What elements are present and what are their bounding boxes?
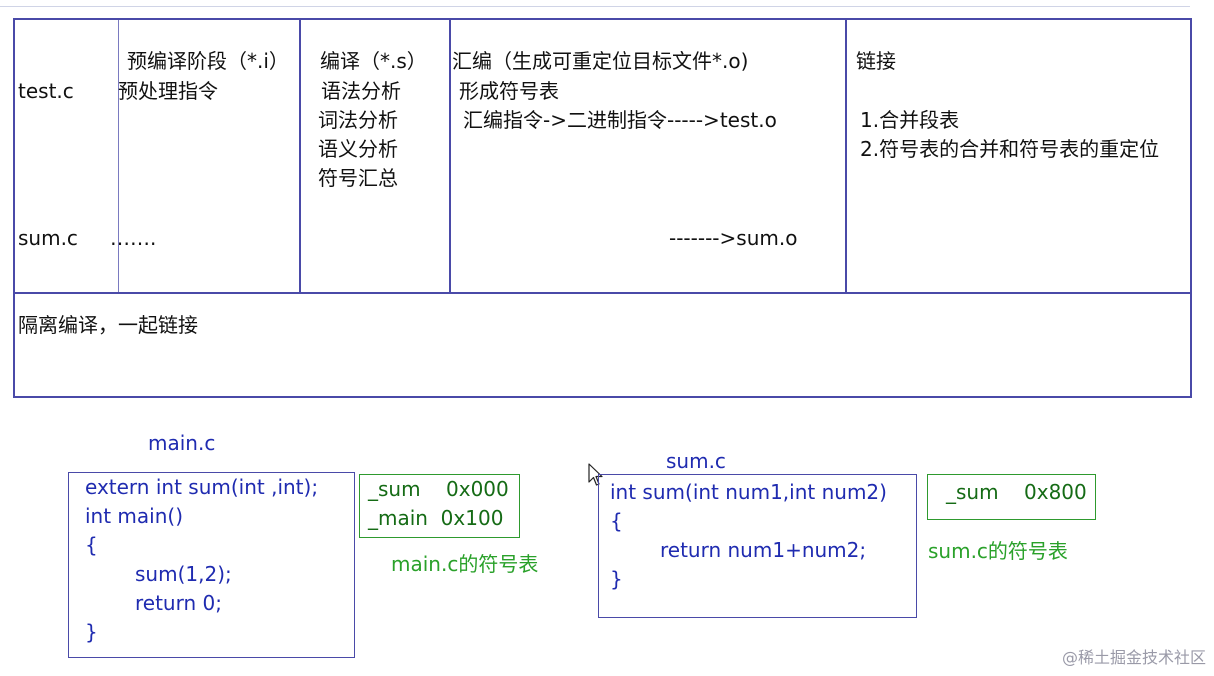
table-row-divider	[15, 292, 1190, 294]
preprocess-title: 预编译阶段（*.i）	[127, 49, 289, 73]
compile-item-2: 词法分析	[318, 108, 398, 132]
preprocess-item: 预处理指令	[118, 79, 218, 103]
file-sum-c: sum.c	[18, 226, 78, 250]
compile-item-3: 语义分析	[318, 137, 398, 161]
column-divider-4	[845, 20, 847, 292]
main-c-code-line-4: sum(1,2);	[135, 562, 232, 586]
sum-c-code-line-1: int sum(int num1,int num2)	[610, 480, 887, 504]
main-c-filename: main.c	[148, 431, 216, 455]
compilation-stages-table	[13, 18, 1192, 398]
main-c-code-line-1: extern int sum(int ,int);	[85, 475, 319, 499]
sum-c-filename: sum.c	[666, 449, 726, 473]
link-item-1: 1.合并段表	[860, 108, 960, 132]
compile-item-1: 语法分析	[321, 79, 401, 103]
assemble-sum-output: ------->sum.o	[669, 226, 798, 250]
assemble-line-2: 汇编指令->二进制指令----->test.o	[463, 108, 777, 132]
main-c-symbol-2: _main 0x100	[368, 506, 504, 530]
preprocess-sum-dots: …….	[110, 226, 157, 250]
assemble-line-1: 形成符号表	[459, 79, 559, 103]
main-c-code-box: extern int sum(int ,int); int main() { s…	[68, 472, 355, 658]
main-c-code-line-2: int main()	[85, 504, 184, 528]
mouse-cursor-icon	[588, 463, 603, 486]
link-title: 链接	[856, 49, 896, 73]
sum-c-symbol-table: _sum 0x800	[927, 474, 1096, 520]
sum-c-code-box: int sum(int num1,int num2) { return num1…	[598, 474, 917, 618]
sum-c-code-line-2: {	[610, 509, 623, 533]
compile-item-4: 符号汇总	[318, 166, 398, 190]
main-c-symbol-table: _sum 0x000 _main 0x100	[359, 474, 520, 538]
sum-c-symbol-caption: sum.c的符号表	[928, 539, 1068, 563]
link-item-2: 2.符号表的合并和符号表的重定位	[860, 137, 1160, 161]
main-c-symbol-caption: main.c的符号表	[391, 552, 539, 576]
compile-title: 编译（*.s）	[320, 49, 427, 73]
watermark: @稀土掘金技术社区	[1061, 648, 1206, 667]
table-footer-note: 隔离编译，一起链接	[18, 313, 198, 337]
main-c-code-line-5: return 0;	[135, 591, 222, 615]
sum-c-symbol-1: _sum 0x800	[946, 480, 1087, 504]
column-divider-2	[299, 20, 301, 292]
file-test-c: test.c	[18, 79, 74, 103]
sum-c-code-line-3: return num1+num2;	[660, 538, 867, 562]
top-divider	[0, 6, 1190, 7]
column-divider-3	[449, 20, 451, 292]
main-c-code-line-3: {	[85, 533, 98, 557]
sum-c-code-line-4: }	[610, 567, 623, 591]
main-c-symbol-1: _sum 0x000	[368, 477, 509, 501]
main-c-code-line-6: }	[85, 620, 98, 644]
assemble-title: 汇编（生成可重定位目标文件*.o)	[452, 49, 749, 73]
column-divider-1	[118, 20, 119, 292]
